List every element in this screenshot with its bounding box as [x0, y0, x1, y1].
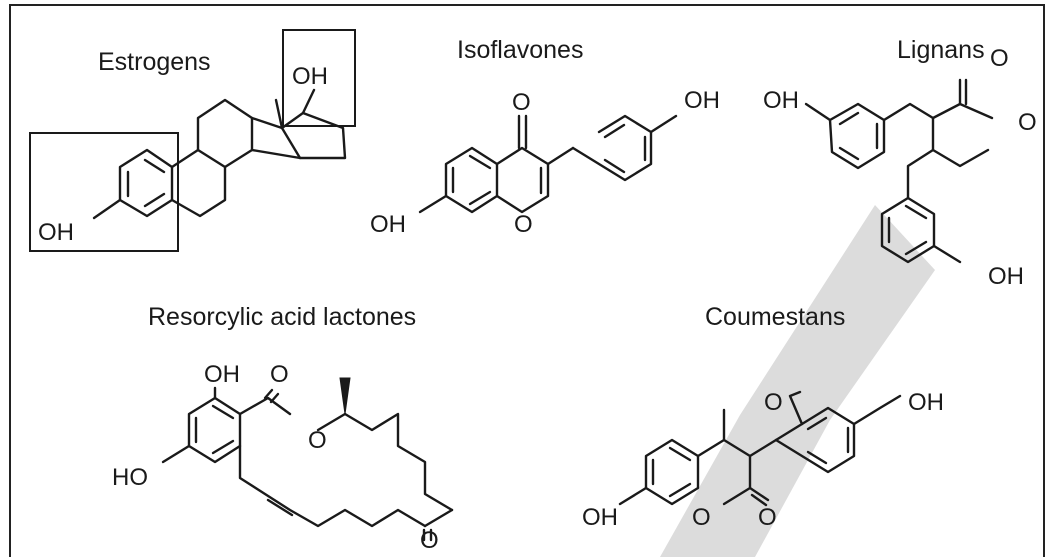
lignan-structure: Lignans OH O O OH	[763, 36, 1037, 290]
label-coumestans: Coumestans	[705, 303, 845, 331]
atom-o-resorcylic-carbonyl: O	[270, 361, 289, 388]
atom-oh-3: OH	[38, 219, 74, 246]
label-estrogens: Estrogens	[98, 48, 211, 76]
estrogen-structure: Estrogens OH OH	[29, 29, 356, 252]
label-isoflavones: Isoflavones	[457, 36, 583, 64]
estrogen-a-ring-box	[29, 132, 179, 252]
atom-oh-7: OH	[370, 211, 406, 238]
isoflavone-structure: Isoflavones O O OH OH	[370, 36, 720, 238]
atom-o-resorcylic-ring: O	[308, 427, 327, 454]
atom-oh-lignan-bottom: OH	[988, 263, 1024, 290]
estrogen-17oh-box	[282, 29, 356, 127]
label-resorcylic: Resorcylic acid lactones	[148, 303, 416, 331]
resorcylic-structure: Resorcylic acid lactones OH O HO O O	[112, 303, 454, 554]
atom-oh-17: OH	[292, 63, 328, 90]
atom-o-coumestan-ring: O	[692, 504, 711, 531]
atom-o-coumestan-furan: O	[764, 389, 783, 416]
atom-o-coumestan-carbonyl: O	[758, 504, 777, 531]
atom-o-carbonyl: O	[512, 89, 531, 116]
figure-frame	[9, 4, 1045, 557]
atom-oh-resorcylic-top: OH	[204, 361, 240, 388]
watermark-mark	[660, 205, 935, 557]
label-lignans: Lignans	[897, 36, 985, 64]
atom-ho-resorcylic: HO	[112, 464, 148, 491]
atom-o-lignan-carbonyl: O	[990, 45, 1009, 72]
atom-oh-lignan-top: OH	[763, 87, 799, 114]
atom-oh-coumestan-top: OH	[908, 389, 944, 416]
atom-oh-4prime: OH	[684, 87, 720, 114]
atom-oh-coumestan-left: OH	[582, 504, 618, 531]
coumestan-structure: Coumestans O OH OH O O	[582, 303, 944, 531]
atom-o-lignan-ester: O	[1018, 109, 1037, 136]
atom-o-ring: O	[514, 211, 533, 238]
